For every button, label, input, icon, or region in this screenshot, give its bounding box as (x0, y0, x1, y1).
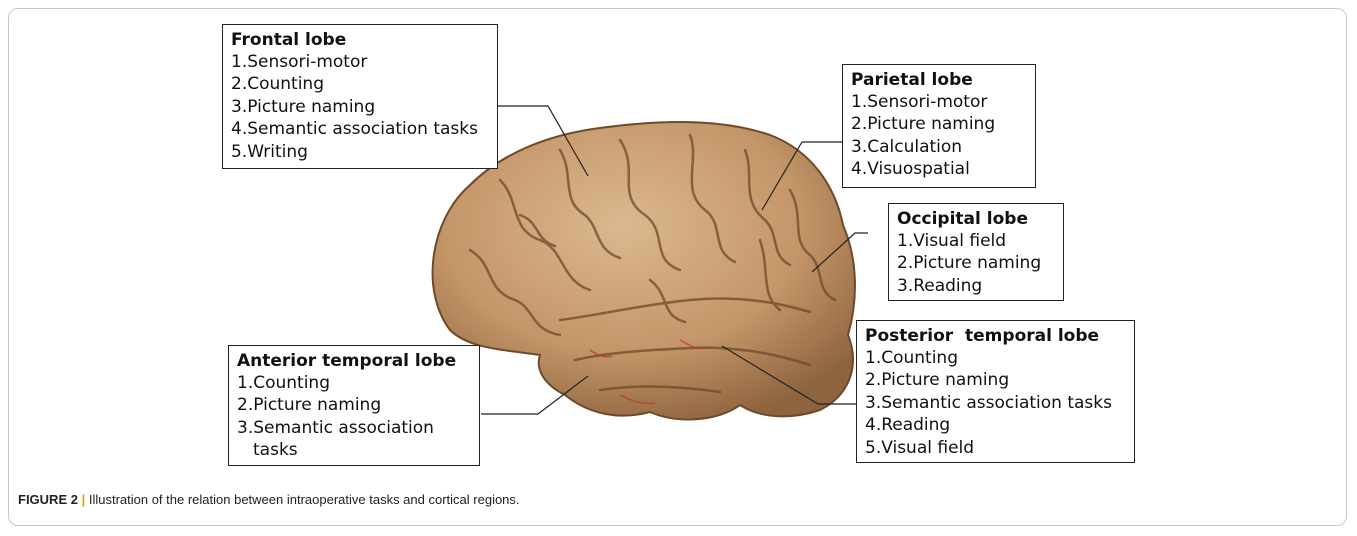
frontal-item: 2.Counting (231, 73, 489, 95)
frontal-lobe-title: Frontal lobe (231, 29, 489, 51)
posterior-item: 3.Semantic association tasks (865, 392, 1126, 414)
anterior-item: tasks (237, 439, 471, 461)
parietal-item: 3.Calculation (851, 136, 1027, 158)
anterior-item: 1.Counting (237, 372, 471, 394)
anterior-item: 2.Picture naming (237, 394, 471, 416)
posterior-item: 1.Counting (865, 347, 1126, 369)
frontal-item: 3.Picture naming (231, 96, 489, 118)
caption-text: Illustration of the relation between int… (89, 492, 520, 507)
occipital-lobe-title: Occipital lobe (897, 208, 1055, 230)
occipital-item: 3.Reading (897, 275, 1055, 297)
occipital-lobe-box: Occipital lobe 1.Visual field 2.Picture … (888, 203, 1064, 301)
parietal-lobe-list: 1.Sensori-motor 2.Picture naming 3.Calcu… (851, 91, 1027, 181)
anterior-temporal-lobe-box: Anterior temporal lobe 1.Counting 2.Pict… (228, 345, 480, 466)
posterior-item: 4.Reading (865, 414, 1126, 436)
parietal-lobe-box: Parietal lobe 1.Sensori-motor 2.Picture … (842, 64, 1036, 188)
posterior-temporal-lobe-title: Posterior temporal lobe (865, 325, 1126, 347)
occipital-lobe-list: 1.Visual field 2.Picture naming 3.Readin… (897, 230, 1055, 297)
parietal-item: 4.Visuospatial (851, 158, 1027, 180)
occipital-item: 1.Visual field (897, 230, 1055, 252)
frontal-lobe-list: 1.Sensori-motor 2.Counting 3.Picture nam… (231, 51, 489, 163)
frontal-item: 5.Writing (231, 141, 489, 163)
caption-label: FIGURE 2 (18, 492, 78, 507)
parietal-lobe-title: Parietal lobe (851, 69, 1027, 91)
occipital-item: 2.Picture naming (897, 252, 1055, 274)
figure-caption: FIGURE 2 | Illustration of the relation … (18, 492, 520, 507)
posterior-temporal-lobe-box: Posterior temporal lobe 1.Counting 2.Pic… (856, 320, 1135, 463)
posterior-temporal-lobe-list: 1.Counting 2.Picture naming 3.Semantic a… (865, 347, 1126, 459)
anterior-item: 3.Semantic association (237, 417, 471, 439)
caption-separator: | (78, 492, 89, 507)
parietal-item: 2.Picture naming (851, 113, 1027, 135)
frontal-item: 4.Semantic association tasks (231, 118, 489, 140)
posterior-item: 5.Visual field (865, 437, 1126, 459)
anterior-temporal-lobe-list: 1.Counting 2.Picture naming 3.Semantic a… (237, 372, 471, 462)
frontal-item: 1.Sensori-motor (231, 51, 489, 73)
parietal-item: 1.Sensori-motor (851, 91, 1027, 113)
posterior-item: 2.Picture naming (865, 369, 1126, 391)
frontal-lobe-box: Frontal lobe 1.Sensori-motor 2.Counting … (222, 24, 498, 169)
anterior-temporal-lobe-title: Anterior temporal lobe (237, 350, 471, 372)
